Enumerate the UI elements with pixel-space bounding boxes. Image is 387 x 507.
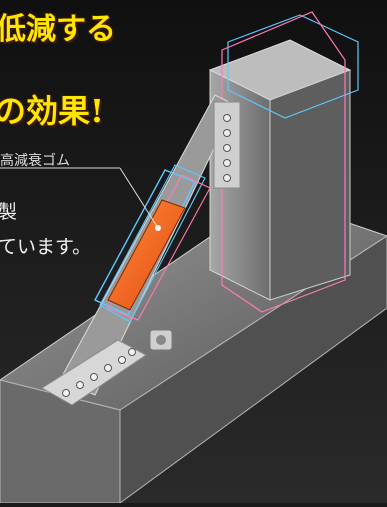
body-text-line-1: 製 — [0, 201, 18, 223]
callout-label: 高減衰ゴム — [0, 153, 70, 169]
high-damping-rubber — [107, 199, 186, 311]
callout-line — [119, 167, 159, 229]
headline-line-1: 低減する — [0, 12, 116, 47]
damper-brace — [59, 94, 241, 396]
bolt-icon — [223, 114, 231, 182]
base-plate — [41, 329, 173, 406]
headline-line-2: の効果! — [0, 92, 105, 130]
body-text-line-2: ています。 — [0, 236, 92, 258]
callout-dot — [155, 225, 161, 231]
